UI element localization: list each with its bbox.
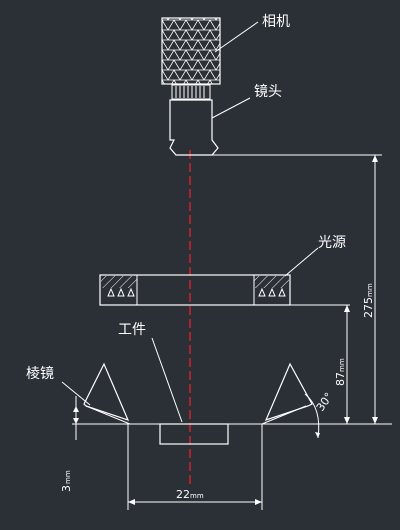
svg-text:275: 275 bbox=[362, 297, 375, 318]
camera-label: 相机 bbox=[262, 14, 290, 30]
camera-leader bbox=[214, 21, 259, 53]
lens-label: 镜头 bbox=[254, 84, 282, 100]
svg-text:87: 87 bbox=[334, 372, 347, 386]
workpiece-label: 工件 bbox=[118, 322, 146, 338]
prism-label: 棱镜 bbox=[26, 366, 54, 382]
lens-leader bbox=[211, 97, 251, 119]
svg-text:22: 22 bbox=[176, 488, 190, 501]
light-height-dimension: 87 mm bbox=[334, 358, 347, 386]
camera bbox=[161, 17, 221, 85]
total-height-dimension: 275 mm bbox=[362, 283, 375, 318]
prism-leader bbox=[61, 381, 91, 406]
width-dimension: 22 mm bbox=[176, 488, 204, 501]
svg-text:mm: mm bbox=[366, 283, 374, 297]
light-source-label: 光源 bbox=[318, 235, 346, 251]
angle-dimension: 30° bbox=[314, 390, 336, 413]
prism-right bbox=[261, 362, 313, 425]
light-source-leader bbox=[284, 247, 319, 277]
workpiece-leader bbox=[151, 337, 183, 423]
svg-text:3: 3 bbox=[60, 485, 73, 492]
prism-left bbox=[83, 362, 131, 425]
svg-text:mm: mm bbox=[64, 470, 72, 484]
svg-text:mm: mm bbox=[338, 358, 346, 372]
svg-text:mm: mm bbox=[190, 492, 204, 500]
workpiece bbox=[159, 423, 229, 445]
light-source bbox=[99, 274, 291, 306]
offset-dimension: 3 mm bbox=[60, 470, 73, 492]
lens bbox=[169, 84, 219, 156]
